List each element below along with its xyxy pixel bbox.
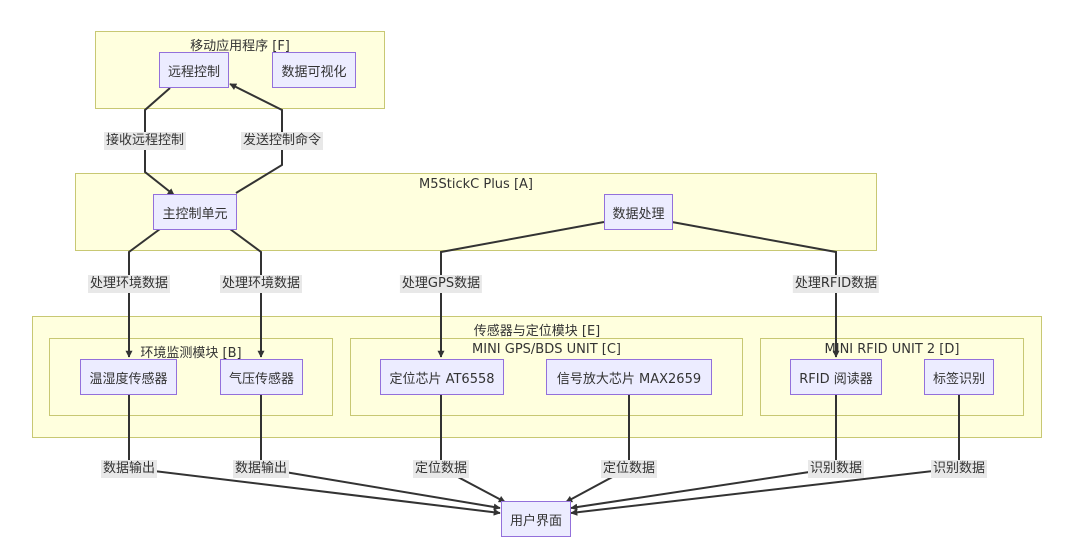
edge-label-send-control-command: 发送控制命令 xyxy=(240,132,324,150)
edge-label-recognition-data-2: 识别数据 xyxy=(930,460,988,478)
edge-recognition-data-1 xyxy=(570,394,837,511)
edge-label-recognition-data-1: 识别数据 xyxy=(807,460,865,478)
edge-label-receive-remote-control: 接收远程控制 xyxy=(103,132,187,150)
edge-label-process-gps-data: 处理GPS数据 xyxy=(399,275,483,293)
node-temp-humidity-sensor[interactable]: 温湿度传感器 xyxy=(80,359,177,395)
edge-process-env-data-2 xyxy=(229,228,265,358)
node-main-control-unit[interactable]: 主控制单元 xyxy=(153,194,237,230)
cluster-title: 移动应用程序 [F] xyxy=(190,39,290,54)
node-tag-recognition[interactable]: 标签识别 xyxy=(924,359,994,395)
edge-label-data-output-2: 数据输出 xyxy=(232,460,290,478)
edge-data-output-1 xyxy=(128,394,501,516)
cluster-title: 环境监测模块 [B] xyxy=(140,346,242,361)
node-data-processing[interactable]: 数据处理 xyxy=(604,194,673,230)
node-remote-control[interactable]: 远程控制 xyxy=(159,52,229,88)
cluster-title: M5StickC Plus [A] xyxy=(419,177,533,192)
edge-process-rfid-data xyxy=(671,221,840,358)
edge-positioning-data-2 xyxy=(565,394,630,503)
node-pressure-sensor[interactable]: 气压传感器 xyxy=(220,359,303,395)
cluster-title: 传感器与定位模块 [E] xyxy=(473,324,601,339)
node-positioning-chip[interactable]: 定位芯片 AT6558 xyxy=(380,359,504,395)
edge-process-env-data-1 xyxy=(125,228,161,358)
edge-label-data-output-1: 数据输出 xyxy=(100,460,158,478)
node-data-visualization[interactable]: 数据可视化 xyxy=(272,52,356,88)
edge-data-output-2 xyxy=(260,394,501,511)
cluster-title: MINI GPS/BDS UNIT [C] xyxy=(472,342,621,357)
edge-process-gps-data xyxy=(437,221,605,358)
edge-label-positioning-data-1: 定位数据 xyxy=(412,460,470,478)
node-rfid-reader[interactable]: RFID 阅读器 xyxy=(790,359,882,395)
node-user-interface[interactable]: 用户界面 xyxy=(501,501,571,537)
edge-positioning-data-1 xyxy=(440,394,506,503)
edge-label-process-env-data-2: 处理环境数据 xyxy=(219,275,303,293)
node-signal-amplifier-chip[interactable]: 信号放大芯片 MAX2659 xyxy=(546,359,712,395)
edge-label-process-env-data-1: 处理环境数据 xyxy=(87,275,171,293)
cluster-title: MINI RFID UNIT 2 [D] xyxy=(824,342,960,357)
edge-label-process-rfid-data: 处理RFID数据 xyxy=(792,275,880,293)
edge-label-positioning-data-2: 定位数据 xyxy=(600,460,658,478)
